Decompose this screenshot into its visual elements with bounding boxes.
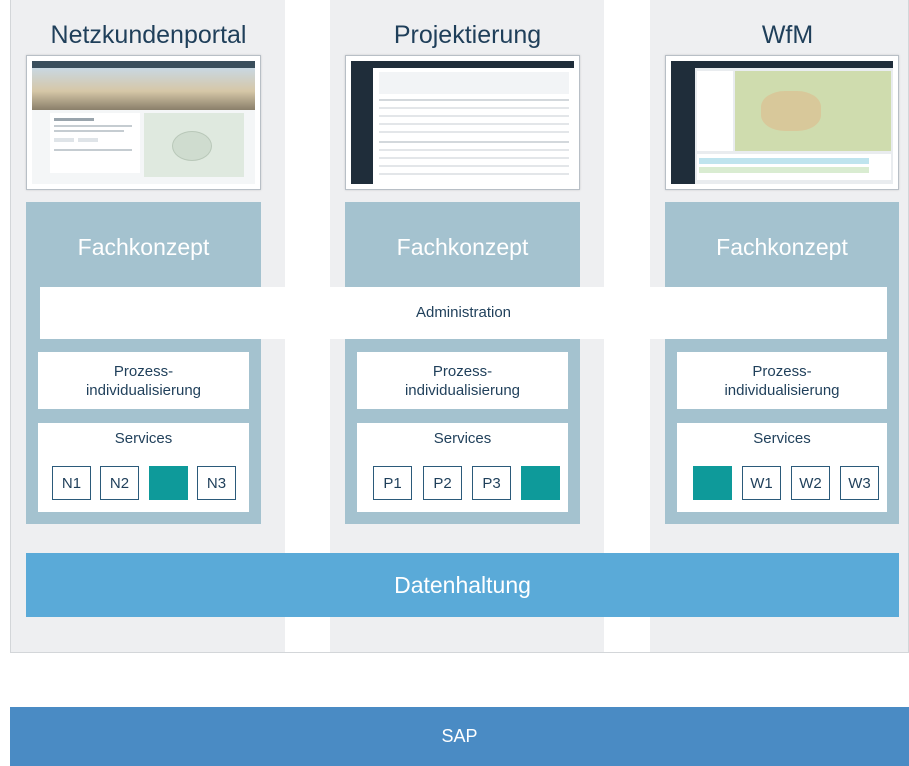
services-title: Services bbox=[114, 430, 173, 447]
process-box-wfm: Prozess- individualisierung bbox=[677, 352, 887, 409]
sap-bar: SAP bbox=[10, 707, 909, 766]
column-title-projektierung: Projektierung bbox=[393, 21, 542, 49]
service-chip-w2: W2 bbox=[791, 466, 830, 500]
process-label-line1: Prozess- bbox=[432, 363, 493, 380]
service-chip-n3: N3 bbox=[197, 466, 236, 500]
process-box-netzkundenportal: Prozess- individualisierung bbox=[38, 352, 249, 409]
service-chip-p2: P2 bbox=[423, 466, 462, 500]
services-title: Services bbox=[753, 430, 811, 447]
service-chip-p3: P3 bbox=[472, 466, 511, 500]
administration-band: Administration bbox=[40, 287, 887, 339]
process-label-line2: individualisierung bbox=[724, 382, 840, 399]
fachkonzept-label-wfm: Fachkonzept bbox=[716, 234, 848, 260]
services-box-netzkundenportal: Services N1 N2 N3 bbox=[38, 423, 249, 512]
process-label-line2: individualisierung bbox=[404, 382, 521, 399]
screenshot-netzkundenportal bbox=[26, 55, 261, 190]
column-title-netzkundenportal: Netzkundenportal bbox=[50, 21, 247, 49]
process-label-line2: individualisierung bbox=[85, 382, 202, 399]
services-box-wfm: Services W1 W2 W3 bbox=[677, 423, 887, 512]
process-box-projektierung: Prozess- individualisierung bbox=[357, 352, 568, 409]
services-box-projektierung: Services P1 P2 P3 bbox=[357, 423, 568, 512]
fachkonzept-label-netzkundenportal: Fachkonzept bbox=[77, 234, 210, 260]
screenshot-wfm bbox=[665, 55, 899, 190]
service-chip-highlighted bbox=[149, 466, 188, 500]
service-chip-highlighted bbox=[693, 466, 732, 500]
service-chip-w1: W1 bbox=[742, 466, 781, 500]
column-title-wfm: WfM bbox=[761, 21, 814, 49]
process-label-line1: Prozess- bbox=[752, 363, 812, 380]
service-chip-w3: W3 bbox=[840, 466, 879, 500]
datenhaltung-bar: Datenhaltung bbox=[26, 553, 899, 617]
fachkonzept-label-projektierung: Fachkonzept bbox=[396, 234, 529, 260]
service-chip-highlighted bbox=[521, 466, 560, 500]
screenshot-projektierung bbox=[345, 55, 580, 190]
service-chip-n2: N2 bbox=[100, 466, 139, 500]
service-chip-p1: P1 bbox=[373, 466, 412, 500]
services-title: Services bbox=[433, 430, 492, 447]
service-chip-n1: N1 bbox=[52, 466, 91, 500]
process-label-line1: Prozess- bbox=[113, 363, 174, 380]
